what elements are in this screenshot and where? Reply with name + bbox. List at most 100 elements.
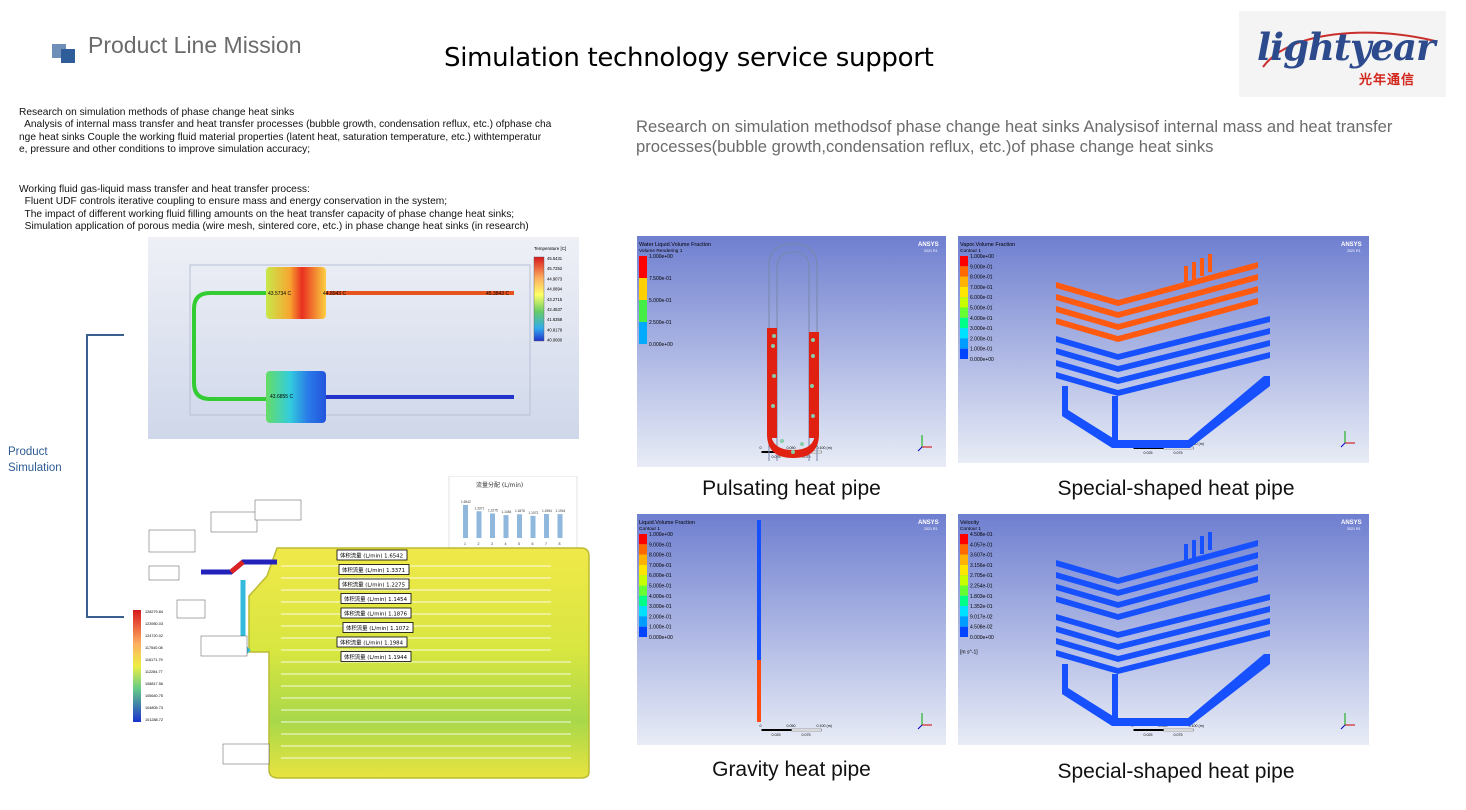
legend-value: 5.000e-01 bbox=[649, 584, 672, 590]
legend-swatch bbox=[639, 322, 647, 344]
channel-flow-label: 体积流量 (L/min) 1.1072 bbox=[346, 624, 409, 632]
legend-value: 4.000e-01 bbox=[649, 594, 672, 600]
text-line: Simulation application of porous media (… bbox=[19, 221, 529, 233]
ansys-variable: Water Liquid.Volume Fraction bbox=[639, 242, 711, 248]
flow-bar-category: 5 bbox=[518, 542, 520, 546]
flow-bar-label: 1.1876 bbox=[515, 509, 525, 513]
probe-label: 45.3843 C bbox=[486, 291, 509, 297]
scale-label: 0.075 bbox=[1174, 451, 1183, 455]
legend-value: 2.705e-01 bbox=[970, 573, 993, 579]
legend-value: 3.000e-01 bbox=[649, 604, 672, 610]
flow-legend-value: 112284.77 bbox=[145, 670, 163, 674]
logo-chinese-name: 光年通信 bbox=[1359, 72, 1416, 87]
flow-legend-value: 105640.75 bbox=[145, 694, 163, 698]
page-title: Simulation technology service support bbox=[444, 43, 934, 73]
ansys-variable: Liquid.Volume Fraction bbox=[639, 520, 695, 526]
flow-bar-label: 1.6542 bbox=[461, 500, 471, 504]
scale-label: 0.075 bbox=[802, 455, 811, 459]
legend-value: 5.000e-01 bbox=[970, 306, 993, 312]
flow-bar-label: 1.3371 bbox=[475, 506, 485, 510]
ansys-variable: Velocity bbox=[960, 520, 979, 526]
legend-swatch bbox=[960, 595, 968, 607]
legend-value: 2.254e-01 bbox=[970, 584, 993, 590]
flow-legend-value: 116171.79 bbox=[145, 658, 163, 662]
ansys-brand: ANSYS bbox=[1341, 242, 1362, 248]
legend-value: 1.000e-01 bbox=[970, 347, 993, 353]
probe-label: 44.8943 C bbox=[323, 291, 346, 297]
legend-swatch bbox=[639, 256, 647, 278]
legend-value: 9.000e-01 bbox=[970, 264, 993, 270]
flow-bar-category: 8 bbox=[559, 542, 561, 546]
flow-bar-category: 4 bbox=[505, 542, 507, 546]
legend-value: 2.000e-01 bbox=[970, 336, 993, 342]
scale-label: 0.075 bbox=[1174, 733, 1183, 737]
scale-label: 0.100 (m) bbox=[817, 446, 832, 450]
text-line: Fluent UDF controls iterative coupling t… bbox=[19, 196, 448, 208]
legend-swatch bbox=[960, 544, 968, 555]
legend-swatch bbox=[639, 575, 647, 586]
legend-value: 2.500e-01 bbox=[649, 320, 672, 326]
legend-value: 8.000e-01 bbox=[970, 275, 993, 281]
flow-legend-labels: 128279.84123950.03124720.02117540.081161… bbox=[145, 610, 163, 722]
legend-value: 6.000e-01 bbox=[970, 295, 993, 301]
flow-bar bbox=[544, 514, 549, 538]
legend-swatch bbox=[960, 297, 968, 308]
legend-swatch bbox=[639, 606, 647, 617]
thermal-legend-labels: 45.543145.725244.907344.089443.271542.45… bbox=[547, 256, 563, 343]
legend-value: 9.017e-02 bbox=[970, 614, 993, 620]
legend-swatch bbox=[960, 348, 968, 359]
legend-value: 9.000e-01 bbox=[649, 542, 672, 548]
legend-value: 40.8179 bbox=[547, 327, 563, 332]
legend-swatch bbox=[960, 564, 968, 576]
channel-flow-box bbox=[338, 564, 410, 575]
legend-swatch bbox=[960, 554, 968, 565]
legend-swatch bbox=[639, 544, 647, 555]
scale-label: 0.050 bbox=[787, 724, 796, 728]
process-text-block: Working fluid gas-liquid mass transfer a… bbox=[19, 184, 609, 234]
ansys-subtitle: Contour 1 bbox=[960, 526, 981, 532]
scale-label: 0.075 bbox=[802, 733, 811, 737]
channel-flow-label: 体积流量 (L/min) 1.1984 bbox=[340, 638, 404, 646]
ansys-subtitle: Volume Rendering 1 bbox=[639, 248, 683, 254]
legend-value: 43.2715 bbox=[547, 297, 563, 302]
channel-flow-label: 体积流量 (L/min) 1.1876 bbox=[344, 609, 408, 617]
legend-swatch bbox=[960, 616, 968, 627]
scale-label: 0.100 (m) bbox=[817, 724, 832, 728]
legend-value: 1.352e-01 bbox=[970, 604, 993, 610]
channel-flow-box bbox=[338, 578, 410, 590]
legend-swatch bbox=[960, 328, 968, 339]
flow-bar-label: 1.2275 bbox=[488, 508, 498, 512]
flow-bar bbox=[557, 514, 563, 538]
product-simulation-label: Product Simulation bbox=[8, 444, 62, 476]
channel-flow-label: 体积流量 (L/min) 1.2275 bbox=[342, 580, 405, 588]
special-shaped-heat-pipe-caption-1: Special-shaped heat pipe bbox=[1057, 477, 1295, 500]
legend-value: 45.7252 bbox=[547, 266, 563, 271]
section-label: Product Line Mission bbox=[88, 32, 302, 58]
flow-legend-value: 123950.03 bbox=[145, 622, 163, 626]
legend-value: 41.6358 bbox=[547, 317, 563, 322]
flow-legend-value: 101288.72 bbox=[145, 718, 163, 722]
legend-value: 40.0000 bbox=[547, 338, 563, 343]
channel-flow-box bbox=[340, 607, 412, 619]
legend-swatch bbox=[639, 554, 647, 565]
text-line: Working fluid gas-liquid mass transfer a… bbox=[19, 184, 310, 195]
channel-flow-box bbox=[336, 549, 408, 561]
ansys-subtitle: Contour 1 bbox=[639, 526, 660, 532]
channel-flow-label: 体积流量 (L/min) 1.1944 bbox=[344, 653, 408, 661]
ansys-subtitle: Contour 1 bbox=[960, 248, 981, 254]
side-label-line: Simulation bbox=[8, 462, 62, 474]
section-bracket bbox=[86, 334, 124, 618]
flow-bar-category: 1 bbox=[464, 542, 466, 546]
legend-swatch bbox=[639, 300, 647, 322]
channel-flow-box bbox=[340, 593, 412, 604]
company-logo: lightyear 光年通信 bbox=[1239, 11, 1446, 97]
legend-value: 4.057e-01 bbox=[970, 542, 993, 548]
text-line: nge heat sinks Couple the working fluid … bbox=[19, 131, 542, 143]
scale-label: 0.050 bbox=[787, 446, 796, 450]
legend-swatch bbox=[960, 317, 968, 329]
legend-value: 7.000e-01 bbox=[649, 563, 672, 569]
scale-label: 0.025 bbox=[772, 455, 781, 459]
